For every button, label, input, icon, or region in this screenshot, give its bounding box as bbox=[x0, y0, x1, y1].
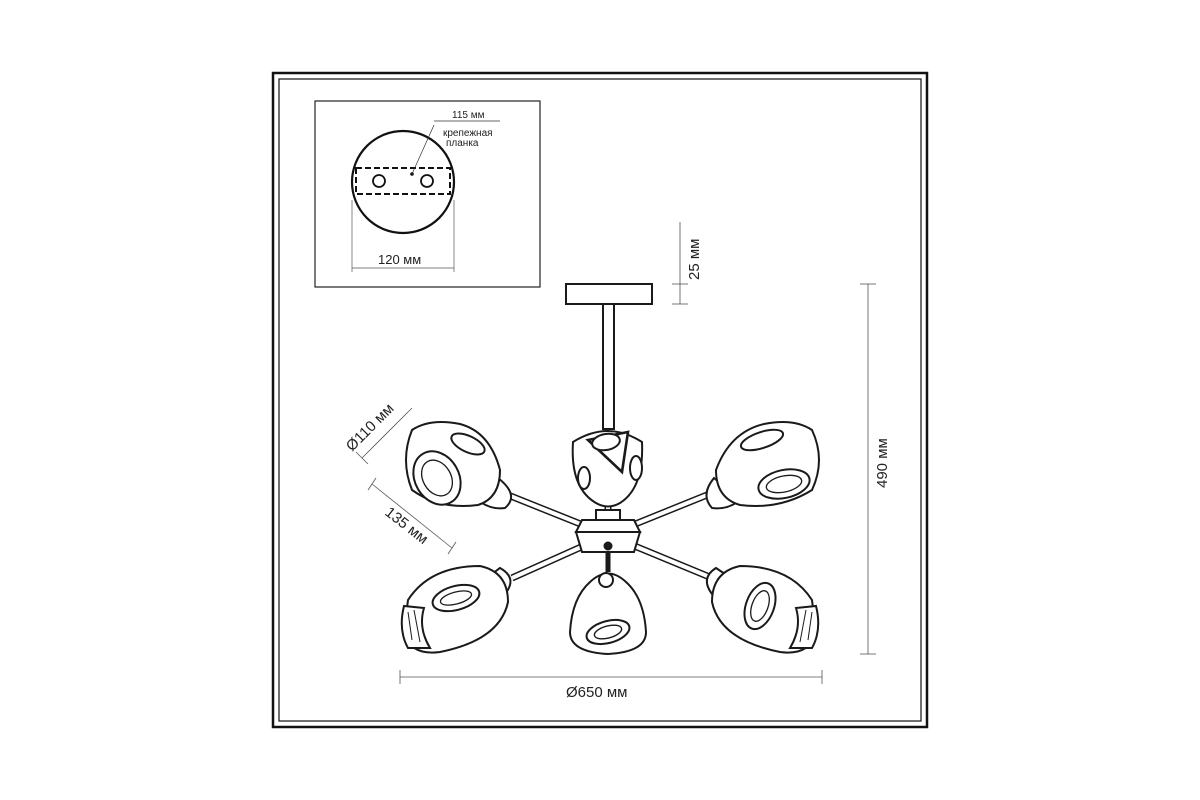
stem-rod bbox=[602, 303, 615, 430]
central-hub bbox=[574, 509, 642, 553]
shade-top-center bbox=[571, 430, 644, 508]
mount-hole-right bbox=[420, 174, 434, 188]
total-height-label: 490 мм bbox=[874, 438, 891, 488]
mount-hole-left bbox=[372, 174, 386, 188]
shade-diameter-label: Ø110 мм bbox=[343, 400, 398, 455]
drawing-frame bbox=[271, 71, 929, 729]
mounting-bracket bbox=[355, 167, 451, 195]
bracket-label-line1: крепежная bbox=[443, 128, 493, 139]
bracket-label-line2: планка bbox=[446, 138, 479, 149]
total-diameter-label: Ø650 мм bbox=[566, 684, 628, 701]
shade-lower-left bbox=[400, 564, 512, 654]
shade-lower-right bbox=[705, 564, 820, 654]
hole-spacing-label: 115 мм bbox=[452, 110, 485, 121]
chandelier bbox=[400, 283, 820, 656]
plate-width-label: 120 мм bbox=[378, 252, 421, 267]
mount-plate-circle bbox=[350, 129, 456, 235]
dimension-lines bbox=[355, 222, 876, 684]
shade-bottom-center bbox=[568, 552, 648, 656]
shade-upper-right bbox=[705, 421, 820, 510]
mount-plate-inset: 115 мм крепежная планка 120 мм bbox=[314, 100, 541, 288]
ceiling-canopy bbox=[565, 283, 653, 305]
canopy-height-label: 25 мм bbox=[686, 239, 703, 280]
shade-upper-left bbox=[405, 421, 513, 510]
